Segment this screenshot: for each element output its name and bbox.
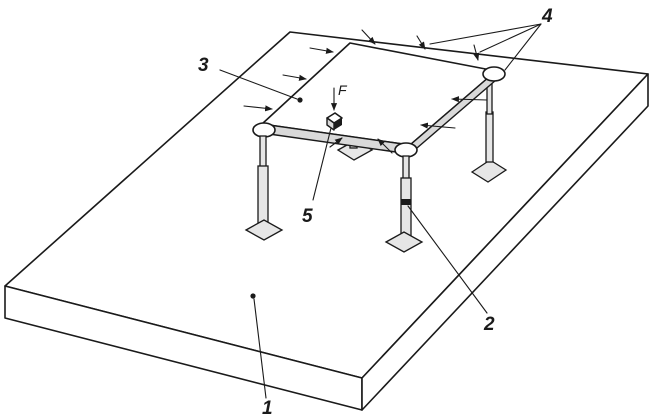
- arrow-left-3: [243, 105, 273, 112]
- leg-front-right-foot: [384, 231, 424, 253]
- leader-4b: [479, 23, 542, 53]
- mount-back-right: [482, 66, 506, 82]
- arrow-left-1: [309, 47, 334, 54]
- mount-front-left: [252, 122, 276, 138]
- label-1: 1: [262, 398, 273, 419]
- base-slab-marker-dot: [250, 293, 256, 299]
- arrow-top-1: [361, 29, 376, 45]
- load-block-right: [334, 118, 342, 130]
- leader-lines: [219, 23, 542, 399]
- arrow-top-3: [473, 44, 480, 61]
- leg-sensor-band: [401, 199, 411, 205]
- label-5: 5: [302, 206, 313, 227]
- leader-5: [312, 127, 332, 201]
- arrow-left-2: [282, 74, 307, 81]
- leader-4c: [504, 23, 542, 71]
- leg-front-left-upper: [259, 135, 267, 169]
- leader-1: [253, 298, 267, 399]
- label-2: 2: [483, 314, 495, 335]
- leader-2: [407, 205, 488, 314]
- arrow-top-2: [416, 35, 426, 50]
- lateral-arrows: [243, 29, 488, 154]
- leg-front-left-lower: [257, 165, 269, 229]
- arrow-right-2: [420, 122, 456, 129]
- leader-4a: [429, 23, 542, 45]
- base-slab-side: [361, 73, 649, 411]
- leg-front-left-foot: [244, 219, 284, 241]
- leg-front-right-upper: [402, 155, 410, 181]
- label-4: 4: [541, 6, 553, 27]
- load-point: [326, 87, 343, 131]
- arrow-right-1: [451, 96, 488, 103]
- arrow-front-1: [329, 137, 343, 148]
- front-legs: [244, 135, 424, 253]
- platform-marker-dot: [297, 97, 303, 103]
- leader-3: [219, 69, 298, 100]
- label-3: 3: [198, 55, 209, 76]
- mount-front-right: [394, 142, 418, 158]
- leg-back-right-lower: [485, 111, 494, 163]
- label-force: F: [338, 82, 348, 98]
- labels: 4 3 F 5 2 1: [198, 6, 553, 419]
- leg-back-right-foot: [470, 159, 508, 183]
- arrow-front-2: [377, 138, 393, 154]
